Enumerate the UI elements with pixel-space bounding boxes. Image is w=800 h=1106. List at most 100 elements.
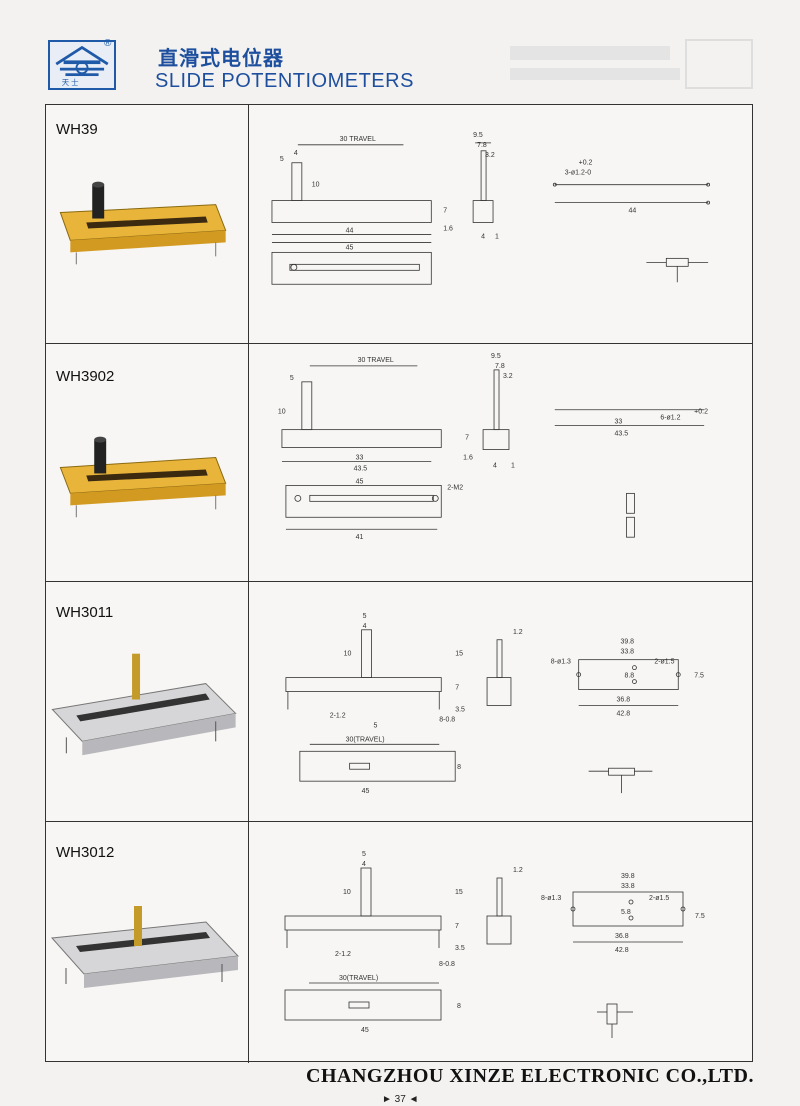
svg-text:8-ø1.3: 8-ø1.3: [541, 895, 561, 902]
model-name: WH3902: [56, 368, 115, 385]
product-photo-cell: WH3011: [46, 582, 249, 821]
svg-text:5: 5: [280, 156, 284, 163]
svg-text:7: 7: [465, 435, 469, 442]
company-name-footer: CHANGZHOU XINZE ELECTRONIC CO.,LTD.: [306, 1065, 754, 1087]
svg-text:39.8: 39.8: [621, 873, 635, 880]
svg-text:4: 4: [481, 233, 485, 240]
svg-text:3.5: 3.5: [455, 945, 465, 952]
svg-text:43.5: 43.5: [615, 431, 629, 438]
product-drawing-cell: 30 TRAVEL 5 10 33 43.5 45 41 2-M2 9.5 7.…: [249, 344, 752, 581]
svg-text:1.2: 1.2: [513, 629, 523, 636]
product-photo-cell: WH39: [46, 105, 249, 343]
svg-text:4: 4: [363, 623, 367, 630]
page-number: ► 37 ◄: [382, 1094, 419, 1105]
svg-text:2-ø1.5: 2-ø1.5: [654, 659, 674, 666]
svg-text:39.8: 39.8: [621, 639, 635, 646]
svg-text:6-ø1.2: 6-ø1.2: [660, 415, 680, 422]
svg-text:2-M2: 2-M2: [447, 484, 463, 491]
svg-text:2-ø1.5: 2-ø1.5: [649, 895, 669, 902]
svg-text:10: 10: [343, 889, 351, 896]
svg-text:8-ø1.3: 8-ø1.3: [551, 659, 571, 666]
svg-text:10: 10: [312, 182, 320, 189]
svg-text:3-ø1.2-0: 3-ø1.2-0: [565, 170, 591, 177]
svg-text:45: 45: [346, 244, 354, 251]
svg-text:30 TRAVEL: 30 TRAVEL: [340, 136, 376, 143]
svg-text:15: 15: [455, 889, 463, 896]
svg-text:5.8: 5.8: [621, 909, 631, 916]
svg-text:30(TRAVEL): 30(TRAVEL): [339, 975, 378, 982]
svg-text:43.5: 43.5: [354, 465, 368, 472]
svg-text:33.8: 33.8: [621, 649, 635, 656]
svg-text:1.2: 1.2: [513, 867, 523, 874]
svg-text:5: 5: [363, 613, 367, 620]
svg-text:2-1.2: 2-1.2: [335, 951, 351, 958]
svg-text:3.5: 3.5: [455, 706, 465, 713]
svg-text:1.6: 1.6: [463, 455, 473, 462]
svg-text:41: 41: [356, 534, 364, 541]
svg-text:45: 45: [362, 788, 370, 795]
product-drawing-cell: 5 4 10 15 7 3.5 2-1.2 8-0.8 1.2 30(TRAVE…: [249, 822, 752, 1063]
page-title-english: SLIDE POTENTIOMETERS: [155, 70, 414, 92]
svg-text:5: 5: [362, 851, 366, 858]
svg-text:4: 4: [294, 150, 298, 157]
svg-text:7.8: 7.8: [477, 142, 487, 149]
svg-text:9.5: 9.5: [473, 132, 483, 139]
product-drawing-cell: 30 TRAVEL 5 4 10 44 45 9.5 7.8 3.2 7 1.6…: [249, 105, 752, 343]
svg-text:5: 5: [290, 375, 294, 382]
svg-text:+0.2: +0.2: [694, 409, 708, 416]
svg-text:2-1.2: 2-1.2: [330, 712, 346, 719]
dimension-drawing-wh3012: 5 4 10 15 7 3.5 2-1.2 8-0.8 1.2 30(TRAVE…: [284, 851, 705, 1038]
svg-text:15: 15: [455, 651, 463, 658]
svg-text:4: 4: [493, 462, 497, 469]
product-row-wh3011: WH3011 5 4: [46, 582, 752, 822]
product-photo-wh3012: [50, 906, 240, 988]
registered-mark: ®: [104, 38, 112, 49]
product-row-wh3902: WH3902: [46, 344, 752, 582]
svg-text:7.5: 7.5: [694, 673, 704, 680]
company-logo: 天 士: [48, 40, 116, 90]
product-row-wh3012: WH3012 5 4: [46, 822, 752, 1063]
svg-text:42.8: 42.8: [617, 710, 631, 717]
svg-text:10: 10: [344, 651, 352, 658]
svg-text:44: 44: [628, 208, 636, 215]
svg-text:36.8: 36.8: [617, 697, 631, 704]
product-photo-wh3011: [51, 653, 237, 756]
product-drawing-cell: 5 4 10 15 7 3.5 2-1.2 5 8-0.8 1.2 30(TRA…: [249, 582, 752, 821]
svg-text:8: 8: [457, 1003, 461, 1010]
svg-text:8: 8: [457, 764, 461, 771]
svg-text:36.8: 36.8: [615, 933, 629, 940]
svg-text:7.5: 7.5: [695, 913, 705, 920]
product-photo-wh3902: [59, 436, 227, 518]
svg-text:1.6: 1.6: [443, 225, 453, 232]
svg-text:30 TRAVEL: 30 TRAVEL: [358, 357, 394, 364]
svg-text:8.8: 8.8: [624, 673, 634, 680]
dimension-drawing-wh39: 30 TRAVEL 5 4 10 44 45 9.5 7.8 3.2 7 1.6…: [271, 132, 711, 285]
svg-text:3.2: 3.2: [503, 373, 513, 380]
svg-text:33: 33: [356, 455, 364, 462]
page-title-chinese: 直滑式电位器: [158, 46, 284, 70]
product-row-wh39: WH39: [46, 105, 752, 344]
logo-emblem-icon: 天 士: [55, 45, 109, 87]
svg-text:30(TRAVEL): 30(TRAVEL): [346, 736, 385, 743]
svg-text:3.2: 3.2: [485, 152, 495, 159]
svg-text:4: 4: [362, 861, 366, 868]
svg-text:+0.2: +0.2: [579, 160, 593, 167]
svg-text:7.8: 7.8: [495, 363, 505, 370]
svg-text:45: 45: [356, 478, 364, 485]
product-photo-cell: WH3012: [46, 822, 249, 1063]
model-name: WH3012: [56, 844, 115, 861]
svg-text:7: 7: [455, 923, 459, 930]
dimension-drawing-wh3011: 5 4 10 15 7 3.5 2-1.2 5 8-0.8 1.2 30(TRA…: [285, 613, 704, 795]
svg-text:10: 10: [278, 409, 286, 416]
svg-text:5: 5: [374, 722, 378, 729]
product-table: WH39: [45, 104, 753, 1063]
product-photo-wh39: [59, 181, 227, 265]
svg-text:7: 7: [443, 208, 447, 215]
svg-text:7: 7: [455, 685, 459, 692]
svg-text:33.8: 33.8: [621, 883, 635, 890]
model-name: WH3011: [56, 604, 114, 621]
svg-text:33: 33: [615, 419, 623, 426]
svg-text:8-0.8: 8-0.8: [439, 716, 455, 723]
svg-text:42.8: 42.8: [615, 947, 629, 954]
model-name: WH39: [56, 121, 98, 138]
